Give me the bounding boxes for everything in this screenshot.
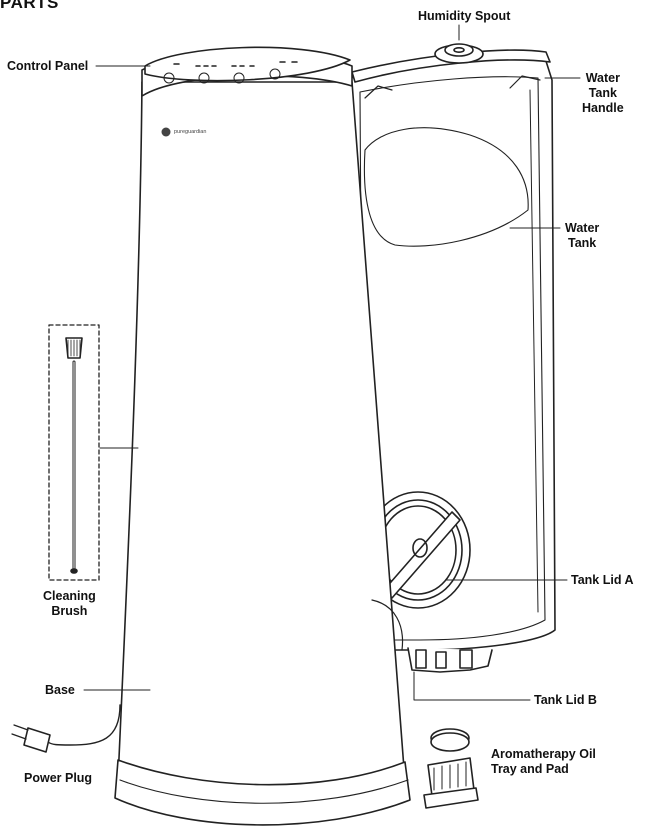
label-water-tank: Water Tank — [565, 221, 599, 251]
humidity-spout-shape — [434, 43, 484, 64]
label-water-tank-handle: Water Tank Handle — [582, 71, 624, 116]
label-cleaning-brush: Cleaning Brush — [43, 589, 96, 619]
label-tank-lid-b: Tank Lid B — [534, 693, 597, 707]
leader-lines — [83, 24, 581, 701]
control-panel-buttons — [163, 61, 298, 84]
label-aromatherapy: Aromatherapy Oil Tray and Pad — [491, 747, 596, 777]
label-humidity-spout: Humidity Spout — [418, 9, 511, 23]
label-tank-lid-a: Tank Lid A — [571, 573, 634, 587]
label-water-tank-handle-line-3: Handle — [582, 101, 624, 115]
brand-text: pureguardian — [174, 129, 207, 135]
brand-logo — [161, 127, 171, 137]
label-base: Base — [45, 683, 75, 697]
cleaning-brush-shape — [48, 324, 100, 581]
label-water-tank-line-2: Tank — [568, 236, 597, 250]
label-aromatherapy-line-1: Aromatherapy Oil — [491, 747, 596, 761]
label-cleaning-brush-line-2: Brush — [51, 604, 88, 618]
label-water-tank-line-1: Water — [565, 221, 600, 235]
label-water-tank-handle-line-1: Water — [585, 71, 620, 85]
label-control-panel: Control Panel — [7, 59, 89, 73]
page-heading: PARTS — [0, 0, 59, 12]
label-water-tank-handle-line-2: Tank — [588, 86, 617, 100]
label-power-plug: Power Plug — [24, 771, 93, 785]
label-aromatherapy-line-2: Tray and Pad — [491, 762, 569, 776]
tower-body-shape — [114, 46, 411, 826]
tank-lid-b-shape — [407, 647, 493, 673]
aromatherapy-tray-shape — [423, 728, 479, 809]
power-plug-shape — [11, 704, 121, 753]
label-cleaning-brush-line-1: Cleaning — [43, 589, 96, 603]
